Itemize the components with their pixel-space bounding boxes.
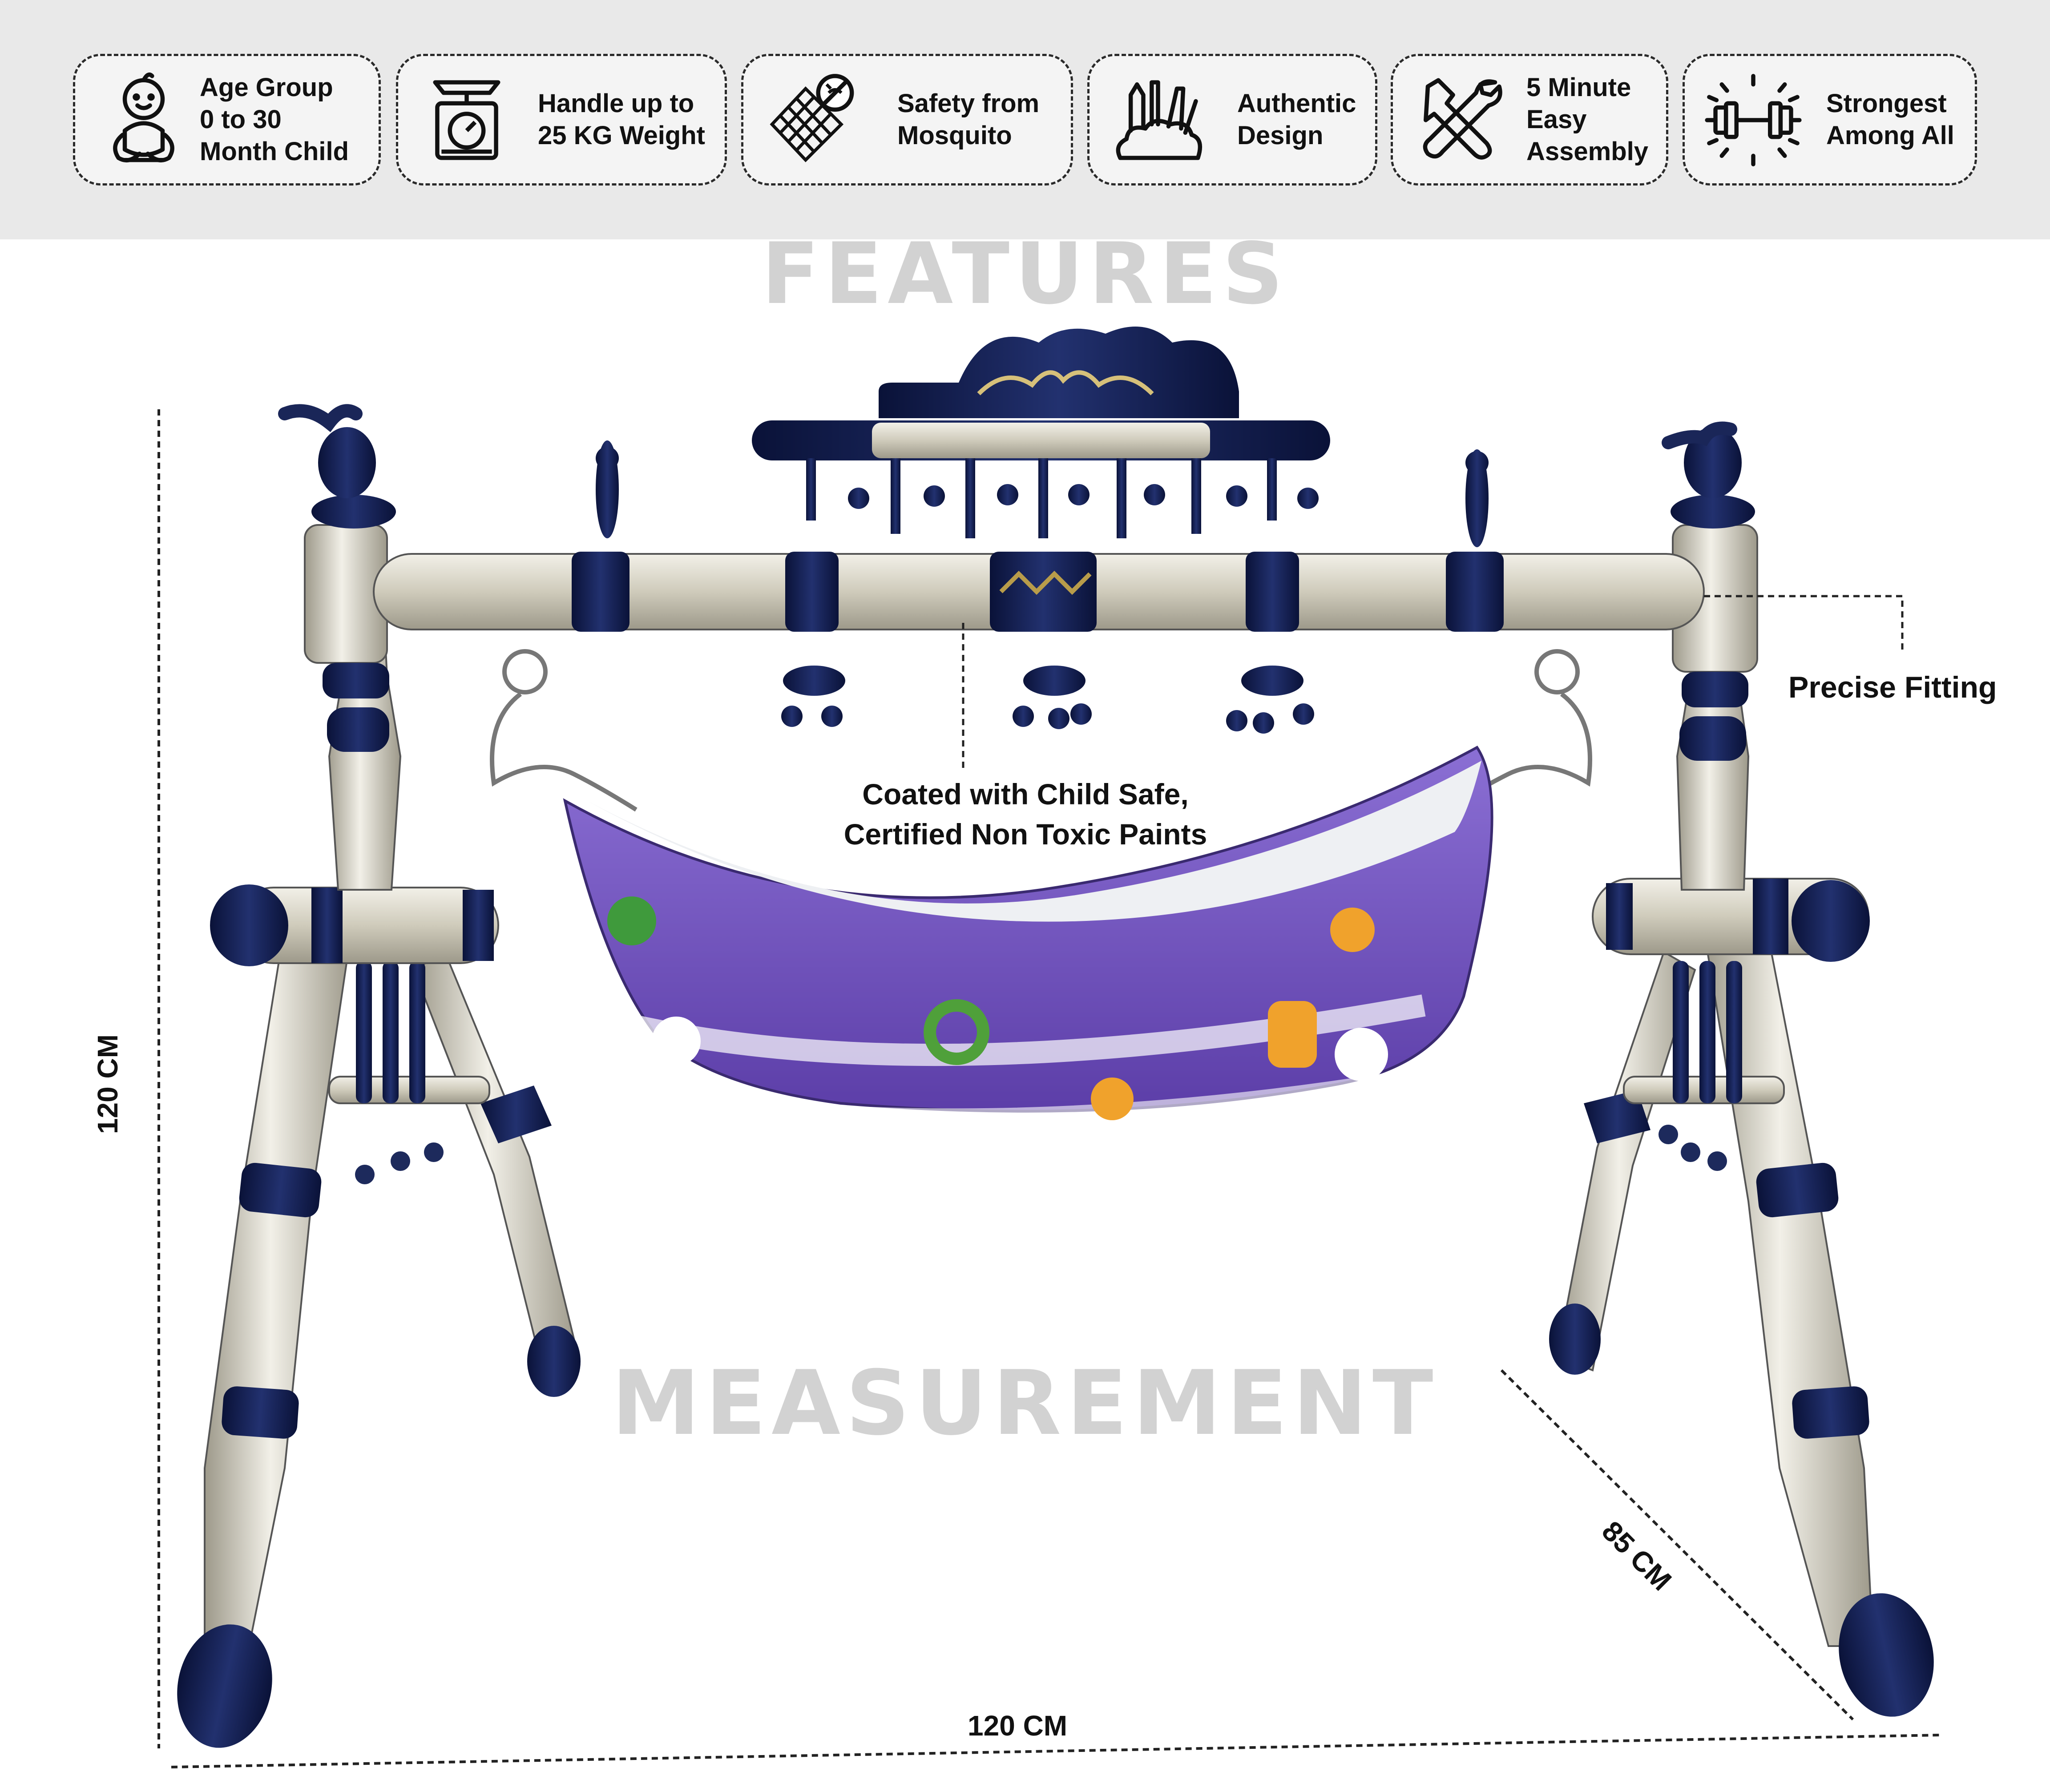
right-front-leg <box>1703 924 1934 1717</box>
height-dimension-label: 120 CM <box>92 1034 124 1134</box>
feature-label-line: Among All <box>1826 121 1954 150</box>
feature-card-mosquito: Safety from Mosquito <box>741 54 1073 186</box>
paint-safety-callout: Coated with Child Safe, Certified Non To… <box>783 774 1268 854</box>
features-watermark: FEATURES <box>761 225 1289 323</box>
crossbar-finials <box>596 440 1489 547</box>
left-side-brace <box>328 961 490 1184</box>
feature-label-line: Easy <box>1526 105 1587 134</box>
feature-label-line: Safety from <box>897 89 1040 118</box>
measurement-watermark: MEASUREMENT <box>611 1352 1439 1455</box>
feature-label-line: Authentic <box>1237 89 1356 118</box>
feature-band: Age Group 0 to 30 Month Child Handle up … <box>0 0 2050 239</box>
feature-label-line: Design <box>1237 121 1324 150</box>
hammock-fabric <box>563 746 1493 1126</box>
feature-card-assembly: 5 Minute Easy Assembly <box>1391 54 1668 186</box>
feature-card-design: Authentic Design <box>1087 54 1377 186</box>
mosquito-net-icon <box>770 74 854 162</box>
feature-label-line: Assembly <box>1526 137 1649 166</box>
right-back-leg <box>1549 951 1696 1375</box>
baby-icon <box>113 73 174 162</box>
top-crossbar <box>373 552 1705 632</box>
left-upright <box>278 404 402 891</box>
hanging-bells <box>781 458 1319 734</box>
left-front-leg <box>177 924 353 1748</box>
art-tools-icon <box>1116 80 1203 160</box>
feature-label-line: 25 KG Weight <box>538 121 705 150</box>
feature-card-weight: Handle up to 25 KG Weight <box>396 54 727 186</box>
width-dimension-line <box>171 1734 1940 1768</box>
left-back-leg <box>412 951 581 1397</box>
left-side-rail <box>210 884 499 966</box>
top-ornament-panel <box>752 327 1330 460</box>
fitting-callout-line <box>1704 595 1904 654</box>
feature-label-line: Mosquito <box>897 121 1012 150</box>
feature-card-strength: Strongest Among All <box>1683 54 1977 186</box>
feature-card-age-group: Age Group 0 to 30 Month Child <box>73 54 381 186</box>
weighing-scale-icon <box>433 80 500 160</box>
dumbbell-icon <box>1705 74 1802 166</box>
right-side-rail <box>1592 878 1870 962</box>
feature-label-line: Month Child <box>200 137 349 166</box>
paint-callout-line2: Certified Non Toxic Paints <box>843 818 1207 851</box>
right-side-brace <box>1623 961 1785 1171</box>
tools-wrench-screwdriver-icon <box>1423 78 1502 160</box>
feature-label-line: 5 Minute <box>1526 73 1631 102</box>
feature-label-line: 0 to 30 <box>200 105 282 134</box>
feature-label-line: Age Group <box>200 73 333 102</box>
paint-callout-line1: Coated with Child Safe, <box>862 778 1189 811</box>
right-upright <box>1662 421 1758 891</box>
precise-fitting-callout: Precise Fitting <box>1788 670 1997 704</box>
width-dimension-label: 120 CM <box>968 1710 1068 1742</box>
depth-dimension-line <box>1500 1369 1854 1721</box>
feature-label-line: Strongest <box>1826 89 1947 118</box>
feature-label-line: Handle up to <box>538 89 694 118</box>
